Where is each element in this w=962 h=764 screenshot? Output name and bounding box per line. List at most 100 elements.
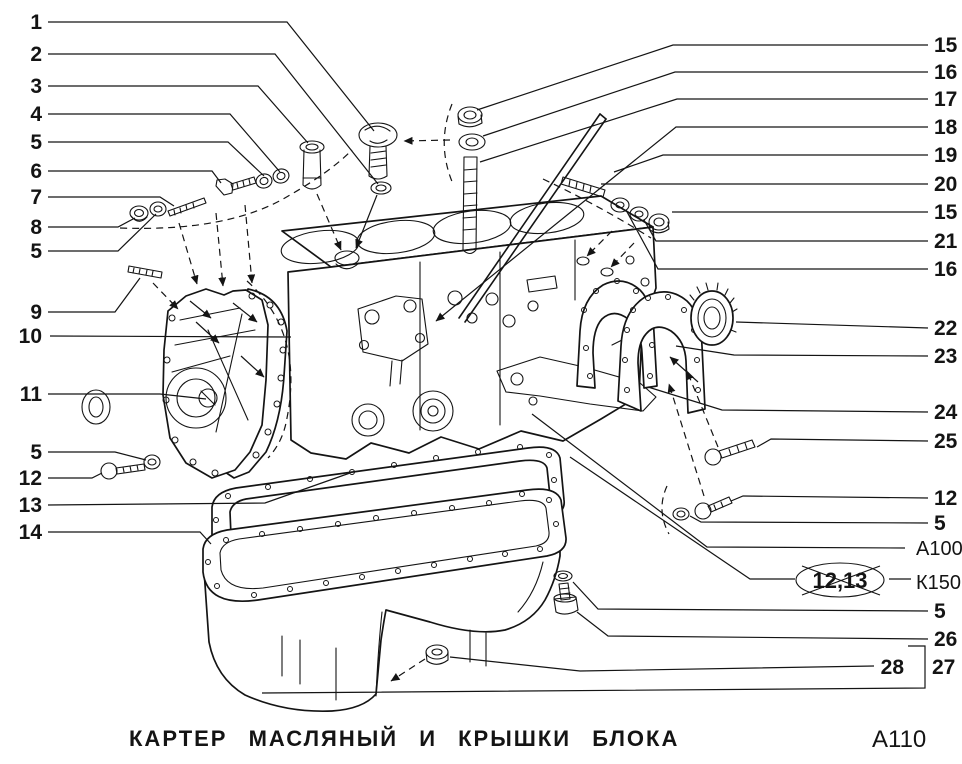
- washer-part-21: [629, 206, 649, 222]
- pan-flange-inner: [219, 499, 550, 590]
- callout-label-k150: К150: [916, 572, 961, 594]
- callout-label-7: 7: [30, 186, 42, 209]
- callout-1: 1: [30, 11, 375, 132]
- callout-label-2: 2: [30, 43, 42, 66]
- callout-label-20: 20: [934, 173, 957, 196]
- callout-25: 25: [756, 430, 958, 453]
- oil-pump: [357, 295, 429, 387]
- callout-label-14: 14: [19, 521, 43, 544]
- pan-flange-outer: [202, 488, 567, 602]
- callout-9: 9: [30, 277, 141, 324]
- figure-code: А110: [872, 726, 926, 753]
- callouts-right: 15 16 17 18 19 20 15 21 16 22 23 24 25 1…: [261, 34, 962, 694]
- callout-13: 13: [19, 472, 351, 517]
- callout-5a: 5: [30, 131, 265, 177]
- callout-label-23: 23: [934, 345, 957, 368]
- callout-label-19: 19: [934, 144, 957, 167]
- rear-cover: [617, 291, 706, 414]
- front-cover-assembly: [152, 204, 292, 479]
- callout-label-16a: 16: [934, 61, 957, 84]
- callout-label-5c: 5: [30, 441, 42, 464]
- callout-5c: 5: [30, 441, 147, 464]
- callout-label-12-right: 12: [934, 487, 957, 510]
- callout-label-21: 21: [934, 230, 958, 253]
- callout-label-15a: 15: [934, 34, 958, 57]
- callout-label-9: 9: [30, 301, 42, 324]
- callout-20: 20: [601, 173, 957, 196]
- nut-part-8: [129, 205, 149, 222]
- pan-bowl-details: [281, 561, 544, 701]
- seal-ring-part-2: [370, 181, 392, 195]
- cylinder-bore-4: [509, 201, 585, 235]
- callout-label-10: 10: [19, 325, 42, 348]
- callout-5e: 5: [572, 581, 946, 623]
- callout-label-28: 28: [881, 656, 905, 679]
- callout-label-3: 3: [30, 75, 42, 98]
- callout-label-5a: 5: [30, 131, 42, 154]
- callout-15b: 15: [672, 201, 958, 224]
- callout-label-a100: А100: [916, 538, 962, 560]
- callout-label-12-left: 12: [19, 467, 42, 490]
- washer-part-16-right: [610, 197, 630, 213]
- crossed-out-note: 12,13: [812, 568, 867, 593]
- callout-22: 22: [735, 317, 957, 340]
- callout-label-5d: 5: [934, 512, 946, 535]
- callout-10: 10: [19, 325, 292, 348]
- figure-caption: КАРТЕР МАСЛЯНЫЙ И КРЫШКИ БЛОКА: [129, 726, 679, 751]
- callout-5d: 5: [689, 512, 946, 535]
- bolt-part-17: [462, 156, 478, 255]
- bolt-part-25: [704, 439, 756, 466]
- callout-label-17: 17: [934, 88, 957, 111]
- washer-part-5-left: [143, 454, 161, 470]
- install-arc-right: [542, 178, 652, 239]
- top-right-fasteners: [542, 176, 670, 268]
- callout-18: 18: [435, 116, 958, 322]
- nut-part-15-top: [457, 106, 483, 128]
- callout-17: 17: [479, 88, 957, 163]
- callout-label-15b: 15: [934, 201, 958, 224]
- callout-27: 27: [261, 645, 955, 694]
- plug-part-3: [299, 140, 325, 190]
- callout-26: 26: [576, 611, 957, 651]
- callout-19: 19: [613, 144, 957, 173]
- callout-8: 8: [30, 216, 136, 239]
- callout-label-4: 4: [30, 103, 42, 126]
- callout-11: 11: [20, 383, 207, 406]
- front-cover-fasteners: [81, 149, 353, 480]
- callout-label-1: 1: [30, 11, 42, 34]
- stud-part-9: [127, 265, 163, 279]
- engine-block-drawing: [280, 113, 657, 460]
- install-arc-left: [119, 149, 353, 229]
- callout-16a: 16: [482, 61, 957, 137]
- washer-part-5a: [149, 201, 167, 217]
- callout-16b: 16: [625, 209, 957, 281]
- callout-label-8: 8: [30, 216, 42, 239]
- washer-part-5-right: [672, 507, 690, 521]
- rear-cover-arrows: [661, 356, 719, 535]
- washer-part-4: [255, 168, 290, 189]
- stud-part-7: [167, 197, 207, 217]
- callout-label-24: 24: [934, 401, 958, 424]
- callout-23: 23: [675, 345, 957, 368]
- bolt-part-12-left: [100, 462, 146, 480]
- seal-ring-part-11: [81, 389, 111, 425]
- callout-a100: А100: [531, 413, 962, 560]
- callout-label-27: 27: [932, 656, 955, 679]
- callout-label-6: 6: [30, 160, 42, 183]
- top-right-arrows: [586, 230, 635, 268]
- callout-label-13: 13: [19, 494, 42, 517]
- top-center-parts: [299, 103, 486, 255]
- bolt-part-12-right: [694, 496, 733, 520]
- front-cover-install-arrows: [152, 204, 292, 459]
- callout-label-16b: 16: [934, 258, 957, 281]
- callout-k150: 12,13 К150: [569, 456, 961, 598]
- callout-15a: 15: [476, 34, 958, 111]
- callout-label-5e: 5: [934, 600, 946, 623]
- callout-6: 6: [30, 160, 222, 184]
- callout-14: 14: [19, 521, 212, 545]
- callout-label-5b: 5: [30, 240, 42, 263]
- drain-washer-part-5-bottom: [553, 570, 573, 582]
- callout-label-22: 22: [934, 317, 957, 340]
